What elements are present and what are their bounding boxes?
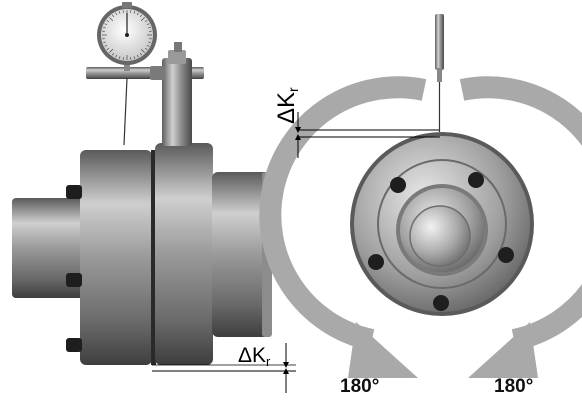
dial-tick bbox=[136, 54, 139, 58]
dial-tick bbox=[136, 12, 139, 16]
bottom-runout-marker: ΔKr bbox=[238, 343, 289, 393]
rotation-label-left: 180° bbox=[340, 376, 379, 397]
bolt-head bbox=[66, 185, 82, 199]
runout-label-bottom: ΔKr bbox=[238, 344, 271, 369]
dial-tick bbox=[140, 48, 145, 53]
rotation-label-right: 180° bbox=[494, 376, 533, 397]
dial-tick bbox=[133, 11, 136, 14]
dial-tick bbox=[106, 20, 109, 23]
coupling-gap bbox=[151, 150, 156, 365]
dial-tick bbox=[145, 20, 148, 23]
dial-tick bbox=[145, 47, 148, 50]
bolt-head bbox=[468, 172, 484, 188]
bolt-head bbox=[368, 254, 384, 270]
dial-gauge-icon bbox=[435, 14, 444, 132]
rotation-arrow-left bbox=[259, 76, 427, 351]
dial-tick bbox=[103, 26, 106, 29]
dial-tick bbox=[103, 41, 106, 44]
rotation-arrow-left-head bbox=[348, 322, 418, 378]
dial-tick bbox=[139, 53, 142, 56]
right-flange bbox=[155, 143, 213, 365]
dial-tick bbox=[148, 26, 151, 29]
bolt-head bbox=[66, 338, 82, 352]
left-flange bbox=[80, 150, 152, 365]
dial-tick bbox=[109, 48, 114, 53]
dial-tick bbox=[112, 14, 115, 17]
dial-gauge-icon bbox=[86, 2, 204, 146]
coupling-front-view bbox=[298, 129, 534, 316]
dial-tick bbox=[115, 54, 118, 58]
dial-tick bbox=[146, 23, 150, 26]
bolt-head bbox=[66, 273, 82, 287]
runout-label-top: ΔKr bbox=[273, 87, 301, 124]
rotation-arrow-right-head bbox=[468, 322, 538, 378]
dial-tick bbox=[104, 23, 108, 26]
dial-tick bbox=[140, 17, 145, 22]
top-runout-marker: ΔKr bbox=[273, 87, 301, 158]
dial-tick bbox=[118, 56, 121, 59]
circular-arrow-icon bbox=[259, 76, 582, 378]
dial-tick bbox=[146, 44, 150, 47]
flange-step bbox=[377, 159, 507, 289]
bolt-head bbox=[498, 247, 514, 263]
coupling-side-view bbox=[12, 143, 296, 372]
shaft-end bbox=[410, 206, 470, 266]
right-hub bbox=[212, 172, 270, 337]
dial-tick bbox=[109, 17, 114, 22]
bolt-head bbox=[433, 295, 449, 311]
rotation-arrow-right bbox=[459, 76, 582, 351]
dial-tick bbox=[112, 53, 115, 56]
dial-tick bbox=[104, 44, 108, 47]
dial-tick bbox=[118, 11, 121, 14]
bolt-head bbox=[390, 177, 406, 193]
dial-tick bbox=[115, 12, 118, 16]
dial-tick bbox=[148, 41, 151, 44]
dial-tick bbox=[133, 56, 136, 59]
dial-tick bbox=[139, 14, 142, 17]
dial-tick bbox=[106, 47, 109, 50]
